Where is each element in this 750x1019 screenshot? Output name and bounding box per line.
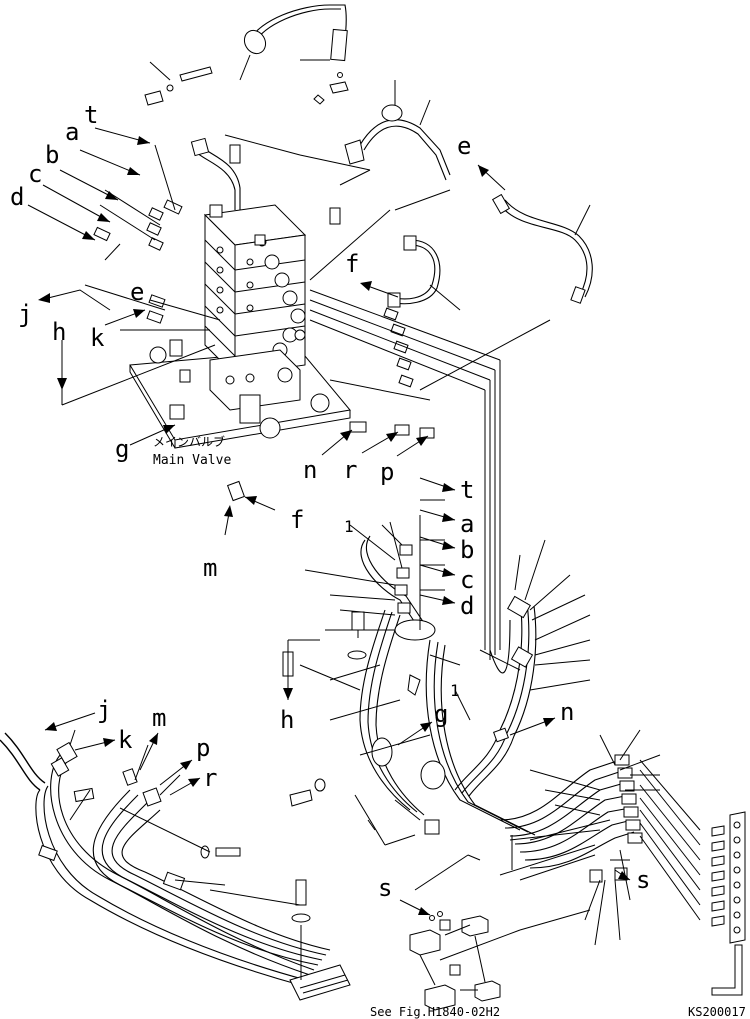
label-s-bottom: s	[378, 874, 392, 902]
label-1-right: 1	[450, 681, 460, 700]
upper-right-hose	[344, 80, 451, 181]
label-r-upper: r	[343, 456, 357, 484]
label-n-mid: n	[560, 698, 574, 726]
hose-e-right	[491, 193, 593, 304]
label-s-right: s	[636, 866, 650, 894]
label-f-mid: f	[290, 506, 304, 534]
right-manifold	[499, 729, 746, 996]
label-j-upper: j	[18, 300, 32, 328]
top-hose-assembly	[144, 4, 349, 106]
label-t-mid: t	[460, 476, 474, 504]
label-b-mid: b	[460, 536, 474, 564]
label-p-upper: p	[380, 458, 394, 486]
label-a-mid: a	[460, 510, 474, 538]
bottom-left-hoses	[0, 729, 351, 1001]
label-m-mid: m	[203, 554, 217, 582]
label-b-upper: b	[45, 141, 59, 169]
label-t-upper: t	[84, 101, 98, 129]
label-e-upper: e	[457, 132, 471, 160]
leader-lines-upper	[61, 144, 551, 671]
valve-port-fittings	[93, 199, 435, 502]
see-fig-reference: See Fig.H1840-02H2	[370, 1005, 500, 1019]
label-m-lower: m	[152, 704, 166, 732]
label-d-upper: d	[10, 183, 24, 211]
captions: メインバルブ Main Valve See Fig.H1840-02H2 KS2…	[153, 434, 746, 1019]
arrows	[27, 127, 631, 916]
callout-labels: t a b c d e e f j k h g n r p f m t a b …	[10, 101, 650, 902]
main-valve-caption-jp: メインバルブ	[153, 434, 225, 449]
label-h-upper: h	[52, 318, 66, 346]
label-f-upper: f	[345, 250, 359, 278]
label-g-mid: g	[434, 700, 448, 728]
label-c-mid: c	[460, 566, 474, 594]
drawing-id: KS200017	[688, 1005, 746, 1019]
center-bundle	[282, 499, 536, 846]
hose-f	[387, 235, 461, 311]
label-k-upper: k	[90, 324, 105, 352]
label-g-upper: g	[115, 435, 129, 463]
label-p-lower: p	[196, 734, 210, 762]
label-c-upper: c	[28, 160, 42, 188]
pipe-upper-left	[190, 134, 371, 210]
label-1-left: 1	[344, 517, 354, 536]
label-n-upper: n	[303, 456, 317, 484]
label-h-mid: h	[280, 706, 294, 734]
label-a-upper: a	[65, 118, 79, 146]
main-valve-caption-en: Main Valve	[153, 453, 231, 468]
right-bundle	[454, 539, 591, 797]
label-k-lower: k	[118, 726, 133, 754]
junction-blocks	[409, 854, 591, 1011]
label-d-mid: d	[460, 592, 474, 620]
label-r-lower: r	[203, 764, 217, 792]
label-e-left: e	[130, 278, 144, 306]
label-j-lower: j	[97, 696, 111, 724]
main-valve	[129, 204, 351, 449]
